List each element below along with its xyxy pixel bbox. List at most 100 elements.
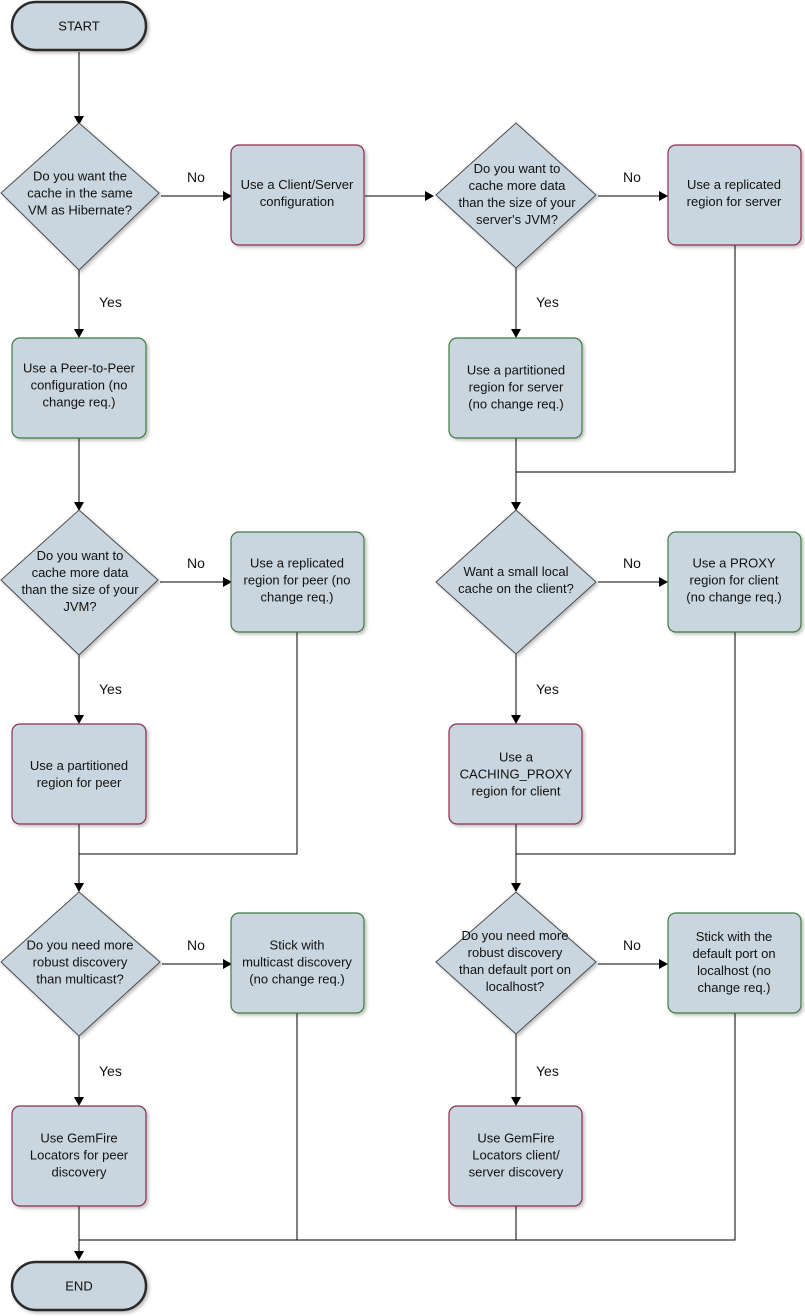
- process-caching-proxy: [448, 723, 583, 825]
- connectors: [74, 52, 736, 1260]
- node-text-line: server discovery: [469, 1165, 564, 1180]
- arrowhead: [659, 191, 668, 201]
- arrowhead: [74, 1097, 84, 1106]
- node-text-line: robust discovery: [33, 955, 128, 970]
- arrowhead: [74, 715, 84, 724]
- arrowhead: [511, 1097, 521, 1106]
- node-text-line: Use GemFire: [477, 1131, 554, 1146]
- decision-server-jvm: [435, 122, 597, 269]
- process-locators-cs: [448, 1105, 583, 1207]
- process-replicated-server: [667, 144, 802, 246]
- node-text-line: Stick with the: [696, 929, 773, 944]
- node-text-line: region for server: [687, 194, 782, 209]
- edge-label-yes: Yes: [99, 294, 122, 310]
- node-text-line: Use a replicated: [687, 177, 781, 192]
- edge-default-port-merge: [79, 1013, 736, 1241]
- process-client-server: [230, 144, 365, 246]
- edge-labels: No No Yes Yes No No Yes Yes No No Yes Ye…: [99, 169, 641, 1079]
- node-text-line: START: [58, 19, 99, 34]
- edge-replicated-peer-merge: [79, 632, 298, 855]
- node-text-line: than the size of your: [21, 582, 139, 597]
- node-text-line: (no change req.): [686, 590, 781, 605]
- node-text-line: multicast discovery: [242, 955, 352, 970]
- arrowhead: [511, 329, 521, 338]
- node-text-line: region for client: [472, 784, 561, 799]
- arrowhead: [74, 502, 84, 511]
- edge-replicated-server-merge: [516, 245, 736, 473]
- arrowhead: [511, 502, 521, 511]
- node-text-line: change req.): [43, 395, 116, 410]
- process-partitioned-server: [448, 337, 583, 439]
- process-multicast: [230, 912, 365, 1014]
- arrowhead: [659, 959, 668, 969]
- node-text-line: discovery: [52, 1165, 107, 1180]
- node-text-line: Use a partitioned: [467, 363, 565, 378]
- node-text-line: Do you need more: [462, 928, 569, 943]
- node-text-line: region for peer: [37, 775, 122, 790]
- node-text-line: Use a: [499, 750, 534, 765]
- decision-same-vm: [0, 122, 160, 271]
- process-locators-peer: [11, 1105, 147, 1207]
- process-peer-to-peer-label: Use a Peer-to-Peer configuration (no chang…: [23, 361, 136, 410]
- arrowhead: [223, 191, 232, 201]
- edge-label-yes: Yes: [536, 681, 559, 697]
- arrowhead: [425, 191, 434, 201]
- node-text-line: Use a replicated: [250, 556, 344, 571]
- edge-label-no: No: [623, 169, 641, 185]
- end-label: END: [65, 1279, 92, 1294]
- node-text-line: than default port on: [459, 962, 571, 977]
- edge-proxy-merge: [516, 632, 736, 855]
- node-text-line: configuration (no: [31, 378, 128, 393]
- arrowhead: [223, 577, 232, 587]
- arrowhead: [74, 1251, 84, 1260]
- edge-label-no: No: [187, 555, 205, 571]
- node-text-line: CACHING_PROXY: [460, 767, 573, 782]
- node-text-line: change req.): [261, 590, 334, 605]
- decision-peer-jvm: [0, 509, 159, 656]
- process-default-port: [667, 912, 802, 1014]
- edge-label-yes: Yes: [99, 681, 122, 697]
- edge-label-no: No: [623, 555, 641, 571]
- edge-label-no: No: [187, 937, 205, 953]
- decision-local-cache: [435, 509, 597, 655]
- process-replicated-server-label: Use a replicated region for server: [687, 177, 782, 209]
- node-text-line: Use a partitioned: [30, 758, 128, 773]
- decision-multicast: [0, 891, 161, 1037]
- edge-label-no: No: [623, 937, 641, 953]
- arrowhead: [74, 883, 84, 892]
- node-text-line: localhost (no: [697, 963, 771, 978]
- process-partitioned-peer-label: Use a partitioned region for peer: [30, 758, 128, 790]
- arrowhead: [659, 577, 668, 587]
- start-terminal: [10, 0, 148, 52]
- node-text-line: Locators for peer: [30, 1148, 129, 1163]
- node-text-line: Use a Client/Server: [241, 177, 354, 192]
- arrowhead: [511, 715, 521, 724]
- node-text-line: END: [65, 1279, 92, 1294]
- node-text-line: Do you need more: [27, 938, 134, 953]
- edge-label-yes: Yes: [99, 1063, 122, 1079]
- node-text-line: Use a Peer-to-Peer: [23, 361, 136, 376]
- decision-default-port: [435, 891, 597, 1035]
- node-text-line: cache in the same: [27, 186, 133, 201]
- arrowhead: [74, 329, 84, 338]
- node-text-line: localhost?: [486, 979, 545, 994]
- node-text-line: JVM?: [63, 599, 96, 614]
- node-text-line: region for client: [690, 573, 779, 588]
- node-text-line: (no change req.): [249, 972, 344, 987]
- process-replicated-peer: [230, 531, 365, 633]
